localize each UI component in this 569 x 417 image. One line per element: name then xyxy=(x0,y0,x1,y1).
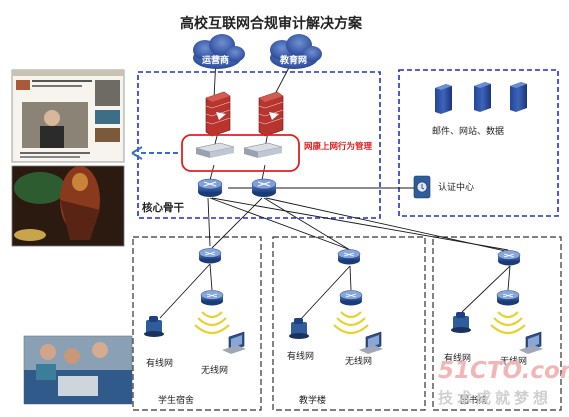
dormitory-zone-box xyxy=(132,236,262,411)
wireless-ap-library xyxy=(490,290,526,335)
cloud-education xyxy=(270,34,322,69)
cloud-operator xyxy=(193,34,245,69)
access-router-teaching xyxy=(337,249,361,265)
laptop-dormitory xyxy=(222,331,246,354)
cloud-education-label: 教育网 xyxy=(280,56,308,66)
server-2 xyxy=(474,82,491,112)
web-screenshot-image xyxy=(11,69,125,163)
access-router-library xyxy=(497,250,521,266)
wired-device-teaching xyxy=(289,318,309,339)
teaching-zone-box xyxy=(272,236,426,411)
cloud-operator-label: 运营商 xyxy=(202,56,230,66)
audit-device-2 xyxy=(243,142,283,158)
zone-label-dormitory: 学生宿舍 xyxy=(158,396,195,406)
wireless-ap-dormitory xyxy=(194,290,230,335)
audit-device-1 xyxy=(195,142,235,158)
game-image xyxy=(11,165,125,247)
access-router-dormitory xyxy=(198,248,222,264)
library-zone-box xyxy=(432,236,562,411)
wireless-label-dormitory: 无线网 xyxy=(201,366,229,376)
firewall-2 xyxy=(258,91,284,137)
auth-center-device xyxy=(413,175,431,199)
zone-label-teaching: 教学楼 xyxy=(299,396,327,406)
watermark-slogan: 技术成就梦想 xyxy=(438,389,553,407)
audit-device-label: 网康上网行为管理 xyxy=(304,142,373,152)
students-photo xyxy=(23,335,133,405)
firewall-1 xyxy=(205,91,231,137)
wireless-label-library: 无线网 xyxy=(500,357,528,367)
server-1 xyxy=(435,84,452,114)
wired-label-library: 有线网 xyxy=(444,354,472,364)
core-zone-box xyxy=(137,71,381,219)
wired-device-library xyxy=(451,312,471,333)
watermark-brand: 51CTO.com xyxy=(438,358,569,384)
wireless-ap-teaching xyxy=(333,290,369,335)
zone-label-library: 图书馆 xyxy=(460,396,488,406)
wired-label-teaching: 有线网 xyxy=(287,352,315,362)
servers-label: 邮件、网站、数据 xyxy=(432,127,505,137)
wireless-label-teaching: 无线网 xyxy=(345,357,373,367)
audit-highlight-box xyxy=(181,134,300,172)
laptop-teaching xyxy=(359,331,383,354)
core-router-2 xyxy=(251,178,277,198)
auth-center-label: 认证中心 xyxy=(438,183,475,193)
core-router-1 xyxy=(197,178,223,198)
wired-device-dormitory xyxy=(144,316,164,337)
wired-label-dormitory: 有线网 xyxy=(146,359,174,369)
server-3 xyxy=(510,82,527,112)
diagram-title: 高校互联网合规审计解决方案 xyxy=(180,16,362,32)
server-zone-box xyxy=(398,69,559,217)
arrow-head xyxy=(131,146,143,160)
laptop-library xyxy=(519,331,543,354)
core-label: 核心骨干 xyxy=(142,202,184,214)
connection-lines xyxy=(159,57,511,321)
